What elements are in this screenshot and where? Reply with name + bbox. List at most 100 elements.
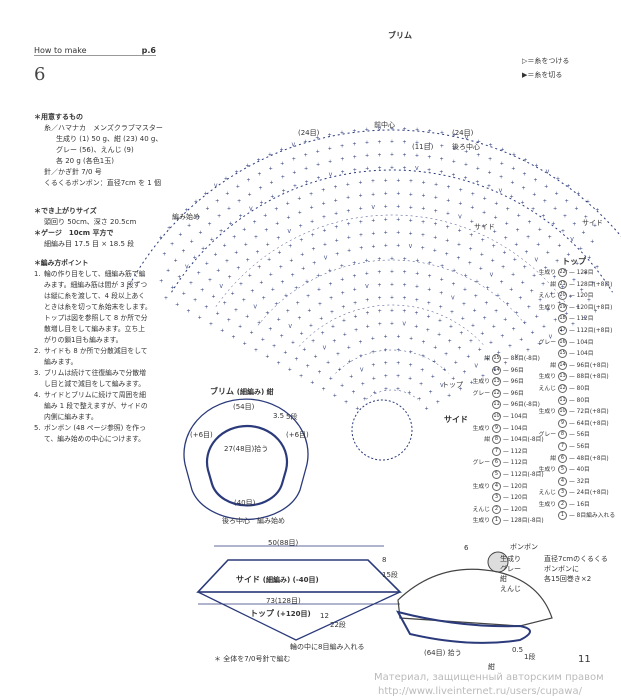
stitch-symbol: V <box>185 265 189 271</box>
stitch-symbol: + <box>593 223 597 229</box>
stitch-symbol: + <box>193 255 197 261</box>
row-color: グレー <box>538 432 556 439</box>
stitch-symbol: + <box>477 139 481 145</box>
side-table-title: サイド <box>444 415 468 424</box>
stitch-symbol: + <box>316 176 320 182</box>
stitch-symbol: + <box>225 259 229 265</box>
stitch-symbol: + <box>449 324 453 330</box>
stitch-symbol: + <box>564 311 568 317</box>
stitch-symbol: + <box>472 308 476 314</box>
stitch-symbol: V <box>253 304 257 310</box>
stitch-symbol: + <box>466 354 470 360</box>
stitch-symbol: + <box>185 207 189 213</box>
back-center-label: 後ろ中心 <box>452 143 480 151</box>
brim-chart-title: ブリム <box>388 31 412 40</box>
yarn-color-line: 各 20 g (各色1玉) <box>56 157 114 165</box>
row-number: 11 <box>558 395 567 405</box>
stitch-symbol: V <box>546 169 550 175</box>
stitch-symbol: + <box>310 205 314 211</box>
stitch-symbol: + <box>576 304 580 310</box>
step-line: て、編み始めの中心につけます。 <box>34 434 184 445</box>
stitch-symbol: + <box>193 298 197 304</box>
stitch-count-label: (24目) <box>298 129 320 137</box>
stitch-symbol: + <box>263 213 267 219</box>
stitch-symbol: + <box>208 277 212 283</box>
stitch-symbol: + <box>328 146 332 152</box>
stitch-symbol: + <box>415 140 419 146</box>
side-title-text: サイド <box>236 575 260 584</box>
stitch-symbol: + <box>341 170 345 176</box>
stitch-symbol: + <box>526 348 530 354</box>
stitch-symbol: + <box>511 272 515 278</box>
stitch-symbol: + <box>248 192 252 198</box>
stitch-symbol: + <box>257 171 261 177</box>
stitch-symbol: + <box>431 374 435 380</box>
stitch-symbol: + <box>298 224 302 230</box>
stitch-symbol: + <box>514 242 518 248</box>
stitch-symbol: + <box>353 314 357 320</box>
stitch-symbol: + <box>340 143 344 149</box>
stitch-symbol: + <box>476 152 480 158</box>
stitch-symbol: + <box>269 272 273 278</box>
stitch-symbol: V <box>324 255 328 261</box>
stitch-symbol: + <box>355 406 359 412</box>
side-diagram-title: サイド (細編み) (-40目) <box>236 574 319 585</box>
stitch-symbol: + <box>366 324 370 330</box>
stitch-symbol: V <box>329 172 333 178</box>
stitch-symbol: + <box>427 168 431 174</box>
row-number: 15 <box>492 354 501 363</box>
row-color: 紺 <box>484 356 490 362</box>
row-number: 21 <box>558 279 567 289</box>
stitch-symbol: + <box>531 206 535 212</box>
stitch-symbol: + <box>485 357 489 363</box>
stitch-symbol: + <box>317 287 321 293</box>
stitch-symbol: + <box>396 217 400 223</box>
stitch-symbol: + <box>437 332 441 338</box>
row-color: グレー <box>472 390 490 397</box>
stitch-table-row: 15— 104目 <box>558 349 594 359</box>
stitch-symbol: + <box>352 141 356 147</box>
legend-text: ＝糸を切る <box>527 71 563 79</box>
stitch-symbol: V <box>451 295 455 301</box>
stitch-symbol: + <box>583 271 587 277</box>
stitch-symbol: + <box>384 191 388 197</box>
step-text: ブリムは続けて往復編みで分散増 <box>44 369 146 377</box>
stitch-symbol: + <box>486 286 490 292</box>
row-stitches: 64目(+8目) <box>576 420 609 427</box>
row-number: 7 <box>492 446 501 456</box>
stitch-symbol: + <box>408 376 412 382</box>
row-number: 13 <box>558 372 567 382</box>
step-text: 内側に編みます。 <box>44 413 98 421</box>
stitch-symbol: + <box>304 152 308 158</box>
stitch-symbol: + <box>302 347 306 353</box>
row-stitches: 120目 <box>510 506 528 513</box>
stitch-symbol: + <box>328 133 332 139</box>
stitch-symbol: + <box>311 338 315 344</box>
stitch-symbol: + <box>265 354 269 360</box>
stitch-symbol: + <box>403 270 407 276</box>
stitch-symbol: + <box>595 207 599 213</box>
stitch-symbol: + <box>275 221 279 227</box>
stitch-symbol: + <box>396 204 400 210</box>
stitch-symbol: + <box>329 376 333 382</box>
stitch-symbol: + <box>178 232 182 238</box>
stitch-symbol: + <box>194 199 198 205</box>
row-color: えんじ <box>472 506 490 513</box>
stitch-symbol: + <box>390 165 394 171</box>
stitch-symbol: + <box>459 188 463 194</box>
stitch-symbol: + <box>427 128 431 134</box>
stitch-symbol: + <box>347 248 351 254</box>
stitch-symbol: + <box>305 279 309 285</box>
stitch-symbol: + <box>359 219 363 225</box>
stitch-symbol: + <box>292 170 296 176</box>
stitch-symbol: + <box>384 204 388 210</box>
stitch-symbol: + <box>396 230 400 236</box>
step-number: 1. <box>34 270 41 278</box>
brim-subtitle: (細編み) 紺 <box>236 388 274 396</box>
stitch-symbol: + <box>520 200 524 206</box>
stitch-symbol: + <box>483 196 487 202</box>
brim-outer-count: (54目) <box>233 403 255 411</box>
stitch-symbol: + <box>259 280 263 286</box>
top-increase: (+120目) <box>276 610 311 618</box>
